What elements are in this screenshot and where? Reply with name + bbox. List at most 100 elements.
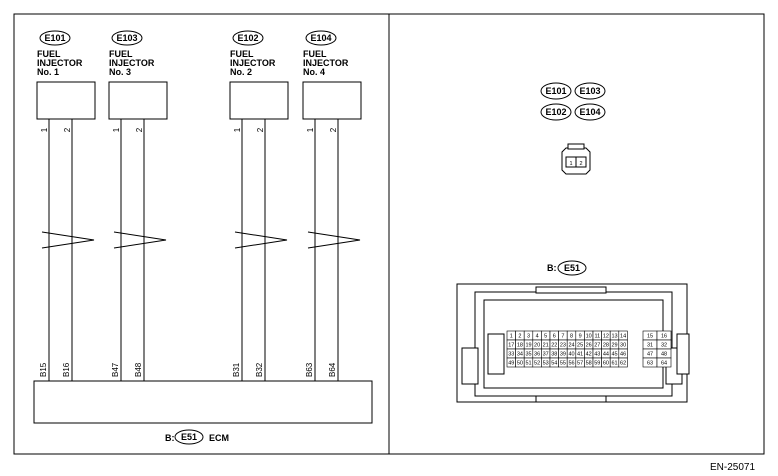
ecm-pin-number: 49 [508, 361, 514, 367]
ecm-pin-number: 59 [594, 361, 600, 367]
ecm-pin-number: 43 [594, 352, 600, 358]
ecm-pin-number: 54 [551, 361, 557, 367]
ecm-pin-number: 23 [560, 343, 566, 349]
connector-tag: E104 [310, 33, 331, 43]
ecm-pin-number: 19 [525, 343, 531, 349]
ecm-pin-number: 38 [551, 352, 557, 358]
ecm-pin-number: 14 [620, 334, 626, 340]
connector-tag-oval [111, 30, 143, 46]
ecm-tag-oval [174, 429, 204, 445]
ecm-terminal: B32 [255, 362, 264, 377]
ecm-pin-number: 52 [534, 361, 540, 367]
ecm-connector-prefix: B: [547, 263, 557, 273]
connector-tag-oval [305, 30, 337, 46]
pin-number: 1 [306, 127, 315, 132]
ecm-pin-number: 42 [586, 352, 592, 358]
ecm-terminal: B16 [62, 362, 71, 377]
connector-tag-oval [232, 30, 264, 46]
injector-name-line: INJECTOR [230, 58, 276, 68]
ecm-pin-number: 34 [517, 352, 523, 358]
injector-name-line: No. 2 [230, 67, 252, 77]
ecm-pin-number: 5 [544, 334, 547, 340]
connector-tag: E103 [116, 33, 137, 43]
ecm-pin-number: 21 [543, 343, 549, 349]
injector-name-line: INJECTOR [303, 58, 349, 68]
ecm-pin-number: 57 [577, 361, 583, 367]
pin-number: 1 [233, 127, 242, 132]
ecm-pin-number: 27 [594, 343, 600, 349]
ecm-name: ECM [209, 433, 229, 443]
ecm-pin-number: 24 [568, 343, 574, 349]
ecm-pin-number: 28 [603, 343, 609, 349]
ecm-terminal: B15 [39, 362, 48, 377]
wire-break-mark [113, 231, 167, 249]
ecm-pin-number: 48 [661, 352, 667, 358]
injector-name-line: INJECTOR [109, 58, 155, 68]
ecm-pin-number: 9 [579, 334, 582, 340]
legend-tag-oval [574, 103, 606, 121]
ecm-terminal: B47 [111, 362, 120, 377]
connector-pin-label: 1 [569, 161, 572, 167]
ecm-pin-number: 12 [603, 334, 609, 340]
pin-number: 2 [329, 127, 338, 132]
ecm-pin-number: 2 [518, 334, 521, 340]
ecm-pin-number: 37 [543, 352, 549, 358]
ecm-pin-number: 64 [661, 361, 667, 367]
ecm-terminal: B31 [232, 362, 241, 377]
injector-name-line: FUEL [230, 49, 254, 59]
injector-name-line: No. 1 [37, 67, 59, 77]
ecm-pin-number: 39 [560, 352, 566, 358]
ecm-pin-number: 3 [527, 334, 530, 340]
ecm-pin-number: 41 [577, 352, 583, 358]
ecm-pin-number: 61 [611, 361, 617, 367]
legend-tag: E104 [579, 107, 600, 117]
ecm-pin-number: 7 [561, 334, 564, 340]
injector-name-line: No. 3 [109, 67, 131, 77]
wire-break-mark [41, 231, 95, 249]
wire-break-mark [234, 231, 288, 249]
legend-tag: E103 [579, 86, 600, 96]
ecm-tag: E51 [181, 432, 197, 442]
legend-tag: E101 [545, 86, 566, 96]
injector-connector-face: 1 2 [561, 143, 591, 175]
ecm-pin-number: 22 [551, 343, 557, 349]
ecm-pin-number: 36 [534, 352, 540, 358]
ecm-connector-tag-oval [557, 260, 587, 276]
ecm-pin-number: 53 [543, 361, 549, 367]
pin-number: 2 [256, 127, 265, 132]
ecm-pin-number: 47 [647, 352, 653, 358]
ecm-pin-number: 29 [611, 343, 617, 349]
ecm-pin-number: 30 [620, 343, 626, 349]
ecm-pin-number: 35 [525, 352, 531, 358]
ecm-pin-number: 18 [517, 343, 523, 349]
injector-box [302, 81, 362, 120]
ecm-pin-number: 51 [525, 361, 531, 367]
injector-name-line: FUEL [37, 49, 61, 59]
wire-break-mark [307, 231, 361, 249]
ecm-pin-number: 55 [560, 361, 566, 367]
ecm-pin-cell [656, 357, 672, 368]
ecm-pin-number: 45 [611, 352, 617, 358]
ecm-pin-number: 60 [603, 361, 609, 367]
ecm-pin-number: 8 [570, 334, 573, 340]
injector-name-line: INJECTOR [37, 58, 83, 68]
injector-name-line: FUEL [303, 49, 327, 59]
ecm-pin-number: 1 [510, 334, 513, 340]
ecm-pin-number: 33 [508, 352, 514, 358]
legend-tag-oval [540, 82, 572, 100]
ecm-pin-number: 20 [534, 343, 540, 349]
ecm-pin-number: 56 [568, 361, 574, 367]
injector-name-line: No. 4 [303, 67, 325, 77]
pin-number: 2 [63, 127, 72, 132]
injector-box [108, 81, 168, 120]
ecm-label: B: E51 ECM [165, 429, 229, 445]
injector-box [229, 81, 289, 120]
